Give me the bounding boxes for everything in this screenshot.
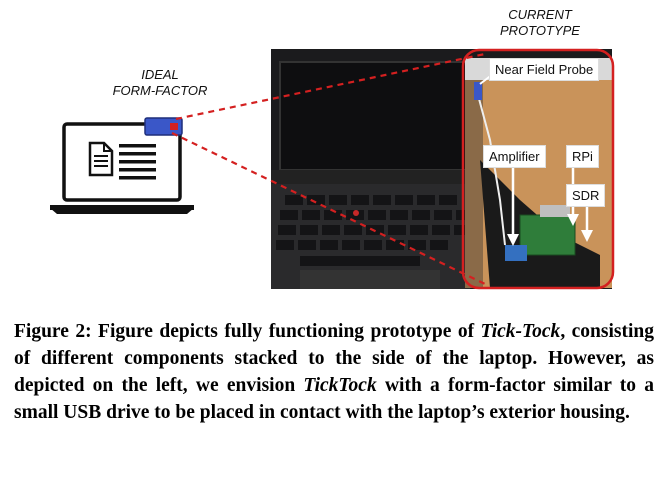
current-label: CURRENT PROTOTYPE [470,7,610,39]
usb-dongle-icon [144,117,183,136]
caption-system-name: Tick-Tock [480,321,561,342]
amplifier-tag: Amplifier [483,145,546,168]
caption-prefix: Figure 2: Figure depicts fully functioni… [14,321,481,342]
ideal-label-line2: FORM-FACTOR [112,83,208,98]
rpi-tag: RPi [566,145,599,168]
near-field-probe-tag: Near Field Probe [489,58,600,81]
connector-lines [171,52,486,285]
caption-middle: , consisting of different components sta… [14,321,654,396]
sdr-tag: SDR [566,184,606,207]
caption-system-name-2: TickTock [303,375,377,396]
ideal-label-line1: IDEAL [141,67,179,82]
callout-box [461,48,615,290]
figure: IDEAL FORM-FACTOR CURRENT PROTOTYPE Near… [50,7,615,290]
figure-caption: Figure 2: Figure depicts fully functioni… [14,318,654,426]
current-label-line2: PROTOTYPE [500,23,580,38]
caption-suffix: with a form-factor similar to a small US… [14,375,654,423]
document-icon [88,141,114,177]
ideal-label: IDEAL FORM-FACTOR [90,67,230,99]
prototype-photo [271,49,612,289]
text-lines-icon [119,144,156,180]
current-label-line1: CURRENT [508,7,572,22]
